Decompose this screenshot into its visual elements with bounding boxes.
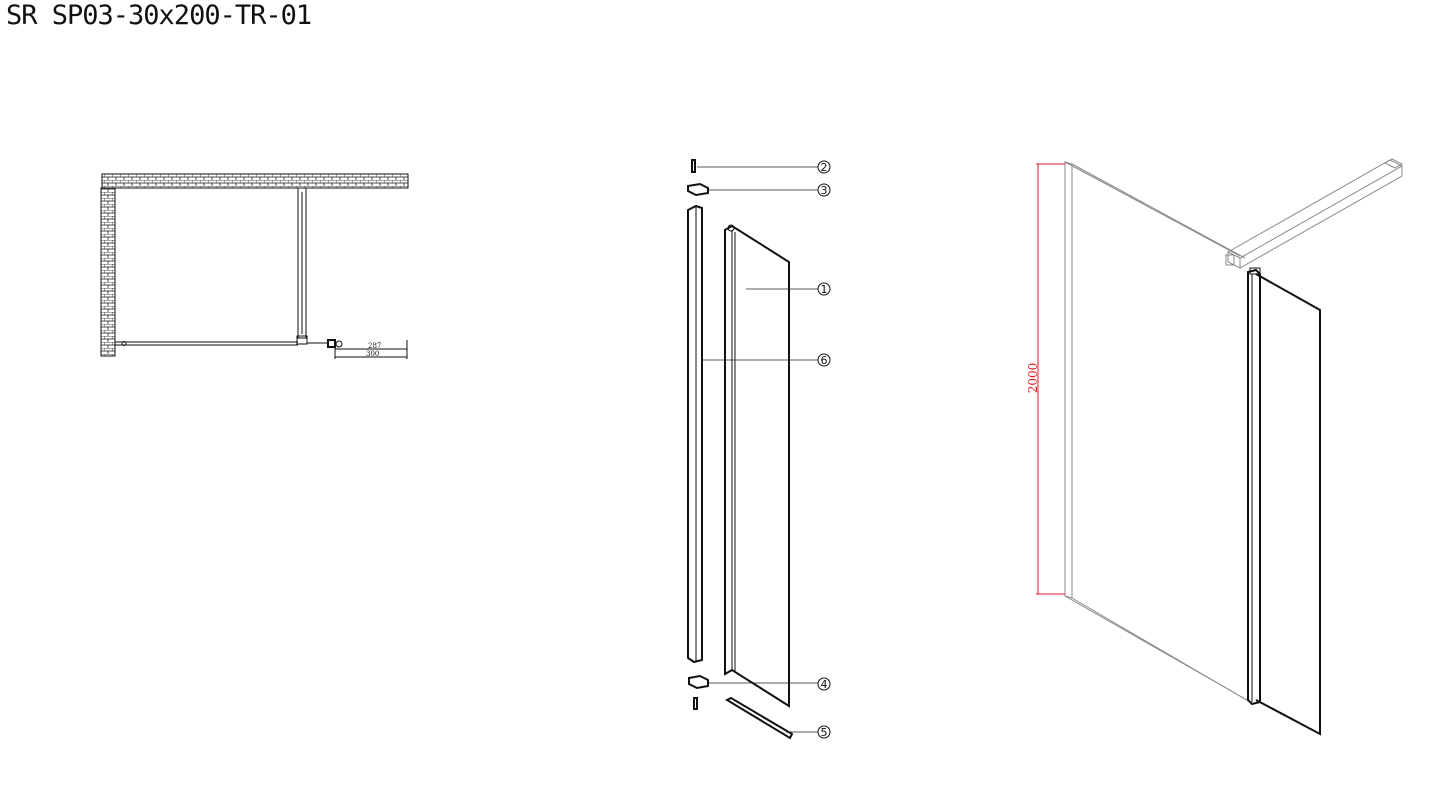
part-screw-bottom bbox=[693, 697, 698, 710]
dim-287: 287 bbox=[368, 342, 381, 350]
wall-profile bbox=[297, 187, 307, 339]
left-brick-wall bbox=[100, 187, 116, 357]
svg-text:3: 3 bbox=[821, 184, 828, 197]
plan-view: 287 300 bbox=[100, 173, 409, 359]
svg-text:6: 6 bbox=[821, 354, 828, 367]
panel-hinge bbox=[327, 339, 336, 348]
main-glass-panel bbox=[1064, 161, 1251, 703]
part-glass-panel bbox=[724, 224, 790, 708]
top-brick-wall bbox=[101, 173, 409, 189]
balloon-1: 1 bbox=[817, 282, 831, 296]
height-dimension: 2000 bbox=[1026, 163, 1065, 595]
dim-300: 300 bbox=[366, 350, 379, 358]
part-wall-profile bbox=[687, 204, 703, 664]
svg-text:5: 5 bbox=[821, 726, 828, 739]
side-glass-panel bbox=[1247, 267, 1321, 736]
dim-2000: 2000 bbox=[1026, 363, 1040, 394]
stabilizer-bar bbox=[1225, 158, 1404, 269]
balloon-4: 4 bbox=[817, 677, 831, 691]
part-screw-top bbox=[691, 159, 696, 173]
drawing-title: SR SP03-30x200-TR-01 bbox=[6, 0, 312, 31]
balloon-6: 6 bbox=[817, 353, 831, 367]
balloon-5: 5 bbox=[817, 725, 831, 739]
exploded-view: 2 3 1 6 4 5 bbox=[687, 159, 831, 740]
balloon-2: 2 bbox=[817, 160, 831, 174]
part-bracket-bottom bbox=[688, 674, 709, 690]
part-bottom-profile bbox=[724, 696, 794, 740]
svg-text:1: 1 bbox=[821, 283, 828, 296]
isometric-view: 2000 bbox=[1026, 158, 1404, 736]
svg-text:2: 2 bbox=[821, 161, 828, 174]
balloon-3: 3 bbox=[817, 183, 831, 197]
part-bracket-top bbox=[687, 182, 709, 197]
svg-text:4: 4 bbox=[821, 678, 828, 691]
